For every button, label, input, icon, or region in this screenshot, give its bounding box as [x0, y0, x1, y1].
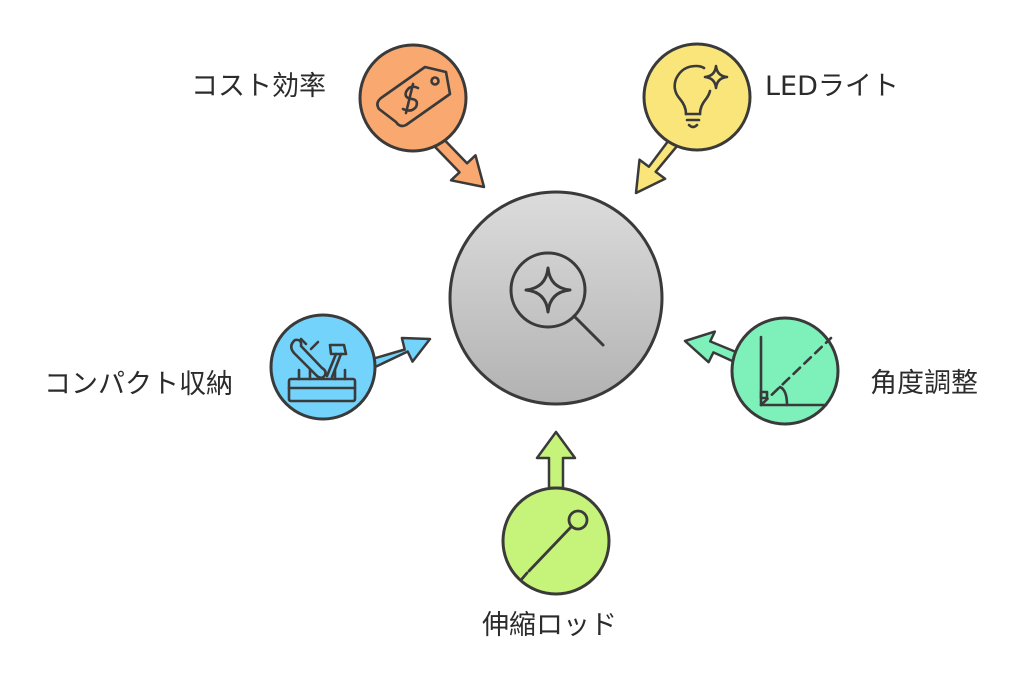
feature-label-angle: 角度調整 — [870, 368, 978, 399]
rod-arrow — [535, 430, 577, 490]
feature-label-led: LEDライト — [765, 71, 899, 102]
storage-circle — [269, 313, 377, 421]
feature-label-rod: 伸縮ロッド — [482, 610, 617, 641]
magnifier-sparkle-icon — [509, 251, 605, 347]
toolbox-icon — [287, 337, 357, 403]
feature-label-storage: コンパクト収納 — [44, 369, 233, 400]
price-tag-icon — [376, 65, 452, 128]
angle-icon — [759, 335, 833, 407]
telescopic-rod-icon — [519, 509, 589, 582]
angle-circle — [730, 316, 840, 426]
feature-label-cost: コスト効率 — [191, 71, 326, 102]
center-circle — [448, 190, 664, 406]
lightbulb-sparkle-icon — [673, 64, 729, 129]
led-circle — [642, 42, 752, 152]
